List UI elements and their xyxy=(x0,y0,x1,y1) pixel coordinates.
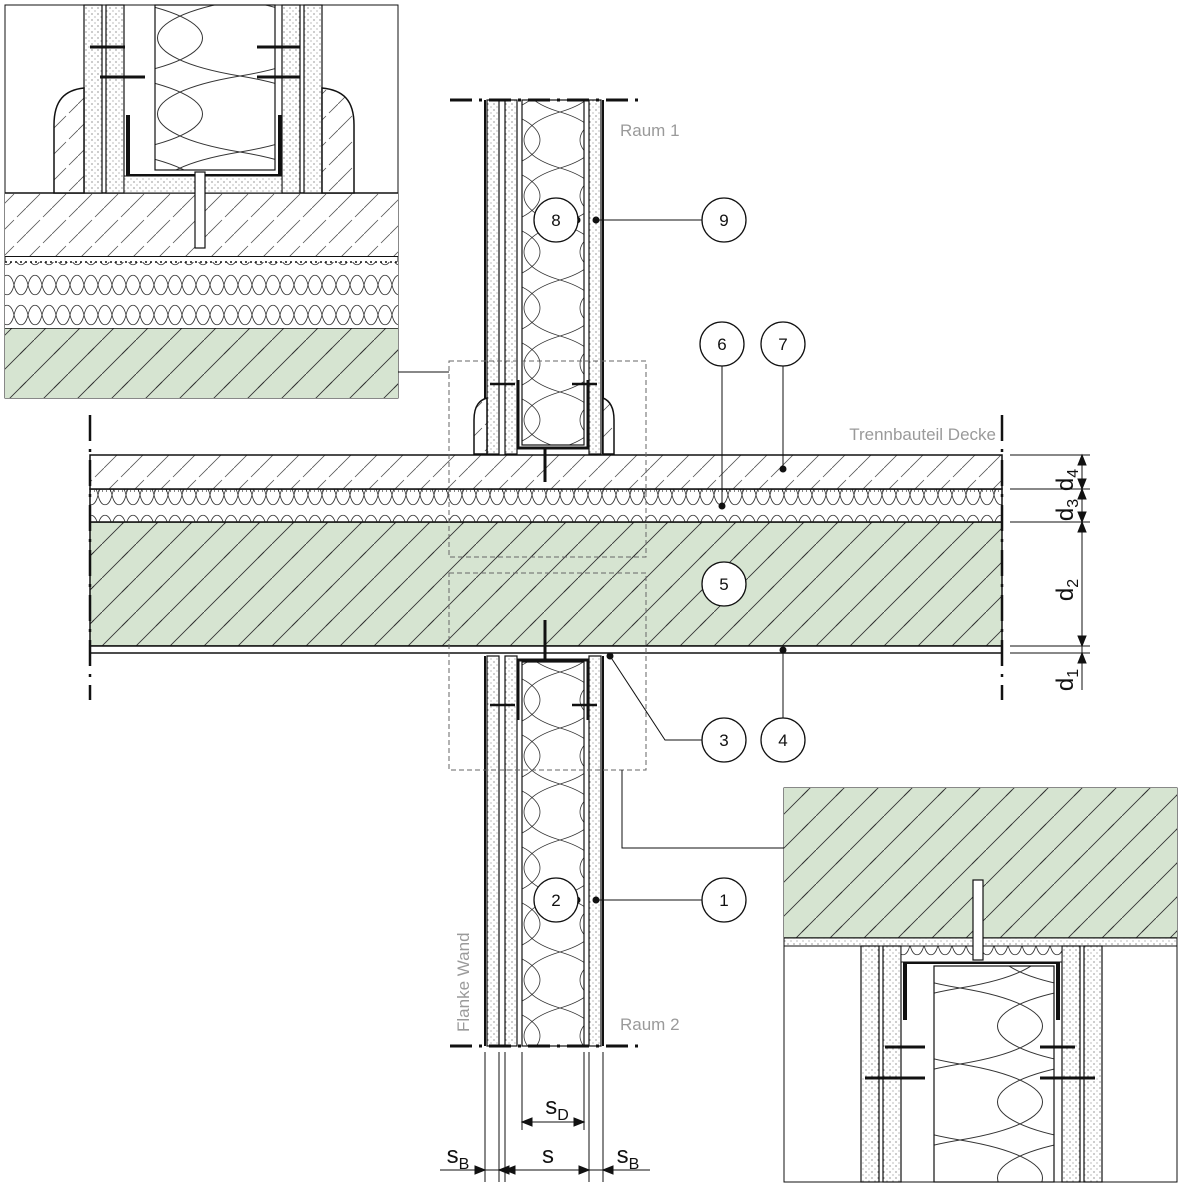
dim-sB-left: sB xyxy=(447,1142,470,1173)
svg-text:1: 1 xyxy=(719,891,728,910)
detail-frame-bottom xyxy=(448,572,647,771)
lower-wall xyxy=(450,620,645,1048)
callout-9: 9 xyxy=(701,197,747,243)
detail-inset-bottom xyxy=(783,787,1178,1183)
dim-sB-right: sB xyxy=(617,1142,640,1173)
callout-4: 4 xyxy=(760,717,806,763)
svg-text:6: 6 xyxy=(717,335,726,354)
callout-5: 5 xyxy=(701,561,747,607)
detail-frame-top xyxy=(448,360,647,558)
dim-d2: d2 xyxy=(1052,579,1082,601)
callout-2: 2 xyxy=(533,877,579,923)
callout-1: 1 xyxy=(701,877,747,923)
leader-detail-bottom xyxy=(621,770,784,849)
dim-d3: d3 xyxy=(1052,499,1082,521)
svg-text:4: 4 xyxy=(778,731,787,750)
dimension-lines-vertical xyxy=(1010,453,1090,690)
callout-7: 7 xyxy=(760,321,806,367)
svg-text:9: 9 xyxy=(719,211,728,230)
dim-d4: d4 xyxy=(1052,469,1082,491)
label-room1: Raum 1 xyxy=(620,121,680,140)
dim-d1: d1 xyxy=(1052,669,1082,691)
label-separating-element: Trennbauteil Decke xyxy=(849,425,996,444)
svg-text:3: 3 xyxy=(719,731,728,750)
impact-insulation-layer xyxy=(89,488,1003,523)
dim-s: s xyxy=(542,1142,554,1169)
svg-text:8: 8 xyxy=(551,211,560,230)
label-room2: Raum 2 xyxy=(620,1015,680,1034)
upper-wall xyxy=(450,98,645,482)
label-flank: Flanke Wand xyxy=(454,932,473,1032)
dimension-lines-horizontal xyxy=(440,1052,650,1182)
detail-inset-top xyxy=(4,4,399,399)
callout-6: 6 xyxy=(699,321,745,367)
callout-8: 8 xyxy=(533,197,579,243)
svg-text:5: 5 xyxy=(719,575,728,594)
dim-sD: sD xyxy=(545,1093,569,1124)
svg-text:2: 2 xyxy=(551,891,560,910)
slab-break-lines xyxy=(88,415,1004,700)
svg-text:7: 7 xyxy=(778,335,787,354)
callout-3: 3 xyxy=(701,717,747,763)
